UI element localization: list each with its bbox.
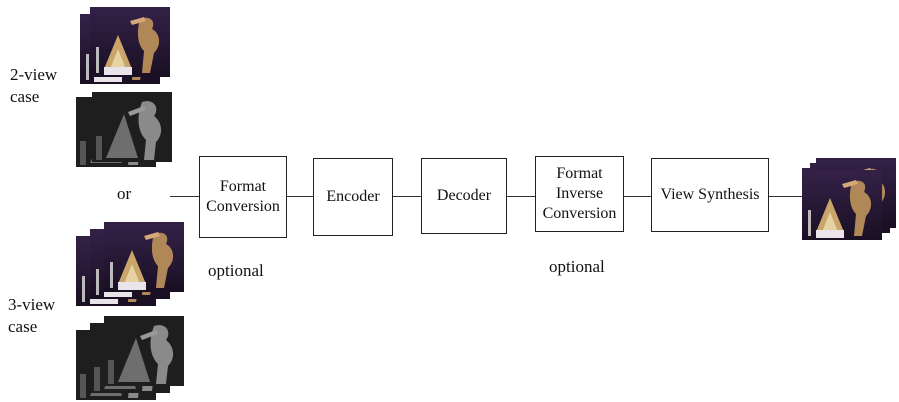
two-view-label: 2-view case (10, 64, 57, 108)
optional-label-left: optional (208, 261, 264, 280)
format-conversion-box: Format Conversion (199, 156, 287, 238)
encoder-label: Encoder (326, 188, 380, 205)
output-view-stack (802, 158, 896, 240)
three-view-label-line2: case (8, 317, 38, 336)
format-inverse-conversion-line1: Format (556, 165, 603, 182)
format-conversion-line2: Conversion (206, 198, 280, 215)
format-conversion-line1: Format (219, 178, 267, 195)
view-synthesis-box: View Synthesis (651, 158, 769, 232)
or-label: or (117, 184, 132, 203)
decoder-label: Decoder (436, 187, 492, 204)
connector-line (623, 196, 651, 198)
two-view-label-line2: case (10, 87, 40, 106)
connector-line (506, 196, 535, 198)
depth-view-stack (76, 92, 172, 167)
three-view-label: 3-view case (8, 294, 55, 338)
two-view-label-line1: 2-view (10, 65, 58, 84)
texture-view-stack (80, 7, 170, 84)
view-synthesis-label: View Synthesis (660, 186, 760, 203)
decoder-box: Decoder (421, 158, 507, 234)
texture-view-stack (76, 222, 184, 306)
format-inverse-conversion-line3: Conversion (542, 205, 617, 222)
three-view-label-line1: 3-view (8, 295, 56, 314)
format-inverse-conversion-box: Format Inverse Conversion (535, 156, 624, 232)
depth-view-stack (76, 316, 184, 400)
optional-label-right: optional (549, 257, 605, 276)
encoder-box: Encoder (313, 158, 393, 236)
format-inverse-conversion-line2: Inverse (555, 185, 604, 202)
connector-line (392, 196, 421, 198)
connector-line (170, 196, 200, 198)
connector-line (768, 196, 802, 198)
connector-line (286, 196, 313, 198)
